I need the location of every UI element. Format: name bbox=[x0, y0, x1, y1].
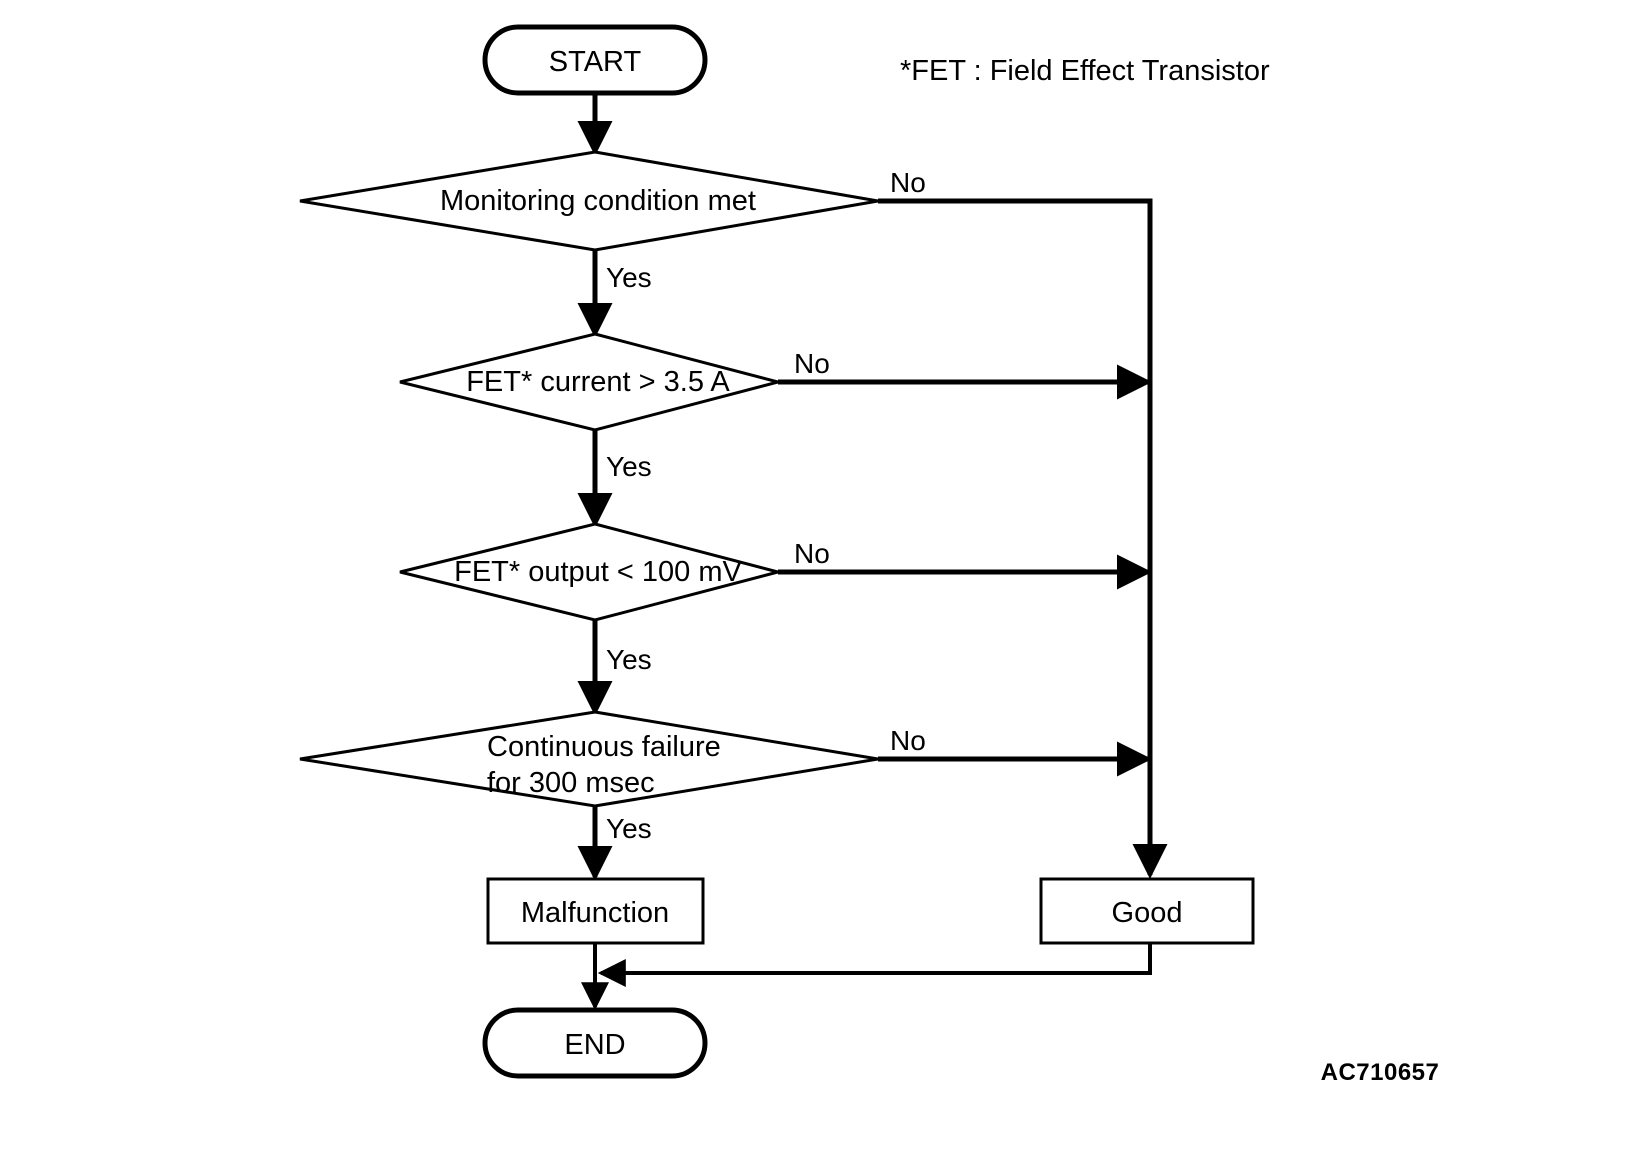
node-decision4 bbox=[299, 710, 879, 808]
edge-label-decision1-yes: Yes bbox=[606, 262, 652, 293]
node-end bbox=[482, 1007, 708, 1079]
edge-good-to-end-join bbox=[597, 943, 1152, 987]
node-decision3-label: FET* output < 100 mV bbox=[454, 556, 742, 588]
reference-code: AC710657 bbox=[1321, 1059, 1440, 1086]
edge-label-decision2-no: No bbox=[794, 348, 830, 379]
edge-label-decision4-no: No bbox=[890, 725, 926, 756]
node-end-label: END bbox=[564, 1029, 625, 1061]
node-start-label: START bbox=[549, 46, 642, 78]
node-decision4-label-line2: for 300 msec bbox=[487, 767, 655, 799]
edge-label-decision3-yes: Yes bbox=[606, 644, 652, 675]
node-decision1-label: Monitoring condition met bbox=[440, 185, 756, 217]
edge-label-decision4-yes: Yes bbox=[606, 813, 652, 844]
node-decision2-label: FET* current > 3.5 A bbox=[466, 366, 730, 398]
node-malfunction-label: Malfunction bbox=[521, 897, 669, 929]
edge-decision1-no-to-good bbox=[878, 198, 1168, 880]
node-decision1 bbox=[299, 150, 879, 252]
node-malfunction bbox=[486, 877, 705, 945]
edge-label-decision1-no: No bbox=[890, 167, 926, 198]
edge-label-decision3-no: No bbox=[794, 538, 830, 569]
node-decision3 bbox=[399, 522, 784, 622]
node-decision4-label-line1: Continuous failure bbox=[487, 731, 721, 763]
node-good-label: Good bbox=[1112, 897, 1183, 929]
node-start bbox=[482, 24, 708, 96]
edge-label-decision2-yes: Yes bbox=[606, 451, 652, 482]
node-good bbox=[1039, 877, 1255, 945]
legend-fet-note: *FET : Field Effect Transistor bbox=[900, 55, 1270, 87]
node-decision2 bbox=[399, 332, 784, 432]
